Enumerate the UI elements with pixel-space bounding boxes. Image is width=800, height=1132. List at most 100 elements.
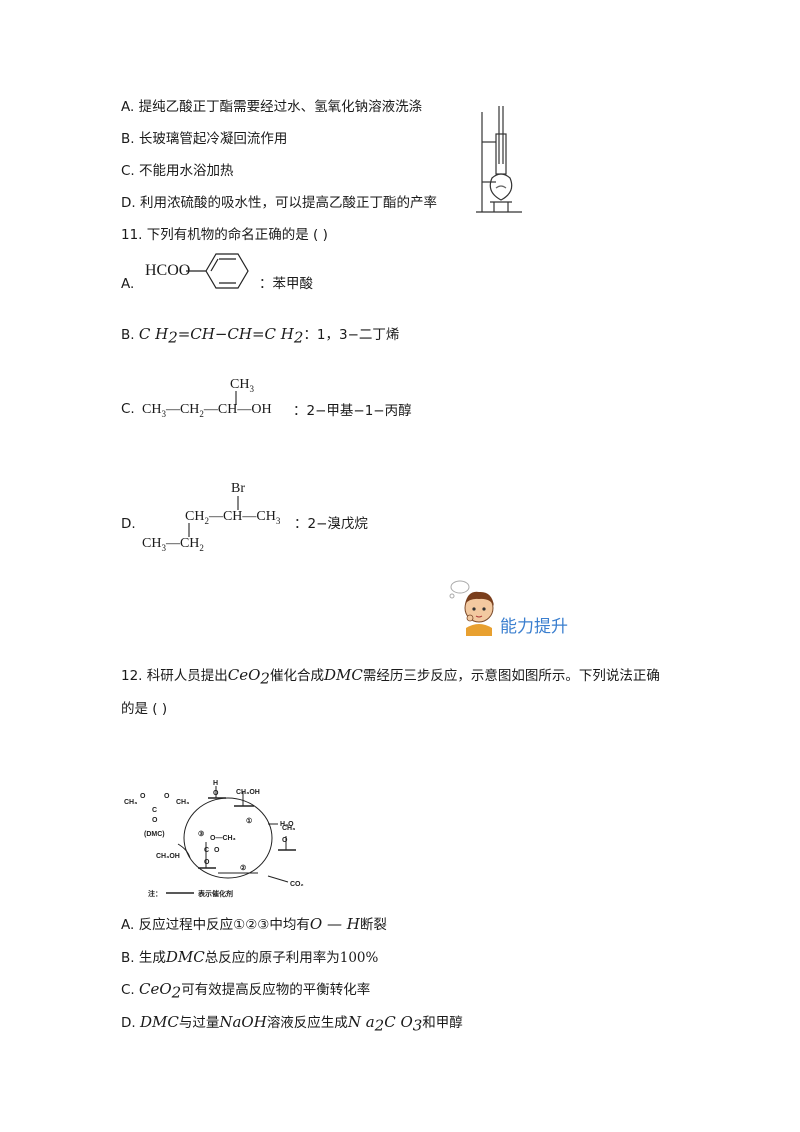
chain-part: CH bbox=[142, 402, 162, 417]
diagram-label: ② bbox=[240, 864, 246, 872]
q12-stem-line1: 12. 科研人员提出CeO2催化合成DMC需经历三步反应，示意图如图所示。下列说… bbox=[121, 666, 660, 688]
formula: O — H bbox=[309, 915, 360, 933]
q12-option-b: B. 生成DMC总反应的原子利用率为100% bbox=[121, 948, 378, 967]
diagram-label: O bbox=[164, 793, 170, 800]
diagram-label: CH₃ bbox=[282, 825, 295, 832]
formula: NaOH bbox=[219, 1013, 267, 1031]
diagram-label: CO₂ bbox=[290, 881, 304, 888]
q10-option-a: A. 提纯乙酸正丁酯需要经过水、氢氧化钠溶液洗涤 bbox=[121, 98, 422, 116]
diagram-label: H₂O bbox=[280, 821, 294, 828]
compound-name: ：1，3−二丁烯 bbox=[303, 327, 400, 343]
diagram-note: 注： bbox=[148, 889, 162, 898]
formula: DMC bbox=[323, 666, 363, 684]
bond-line bbox=[235, 391, 237, 405]
q11-d-bromo: Br bbox=[231, 481, 245, 496]
subscript: 2 bbox=[204, 515, 209, 526]
diagram-label: H bbox=[213, 780, 218, 787]
q11-option-d-name: ：2−溴戊烷 bbox=[294, 516, 368, 532]
subscript: 2 bbox=[168, 328, 178, 347]
diagram-label: O bbox=[214, 847, 220, 854]
stem-text: 需经历三步反应，示意图如图所示。下列说法正确 bbox=[362, 668, 660, 684]
formula: DMC bbox=[165, 948, 205, 966]
option-text: 总反应的原子利用率为 bbox=[204, 950, 340, 966]
q11-option-c-name: ：2−甲基−1−丙醇 bbox=[293, 403, 412, 419]
q10-option-b: B. 长玻璃管起冷凝回流作用 bbox=[121, 130, 287, 148]
subscript: 2 bbox=[260, 669, 270, 688]
formula: CeO bbox=[139, 980, 172, 998]
diagram-label: ① bbox=[246, 817, 252, 825]
bond-line bbox=[188, 523, 190, 537]
option-text: 与过量 bbox=[178, 1015, 220, 1031]
option-text: 不能用水浴加热 bbox=[139, 163, 234, 179]
q10-option-d: D. 利用浓硫酸的吸水性，可以提高乙酸正丁酯的产率 bbox=[121, 194, 437, 212]
diagram-label: O bbox=[204, 859, 210, 866]
q11-option-a-name: ：苯甲酸 bbox=[259, 276, 313, 292]
diagram-label: O—CH₃ bbox=[210, 835, 236, 842]
formula: DMC bbox=[139, 1013, 179, 1031]
q11-c-methyl: CH3 bbox=[230, 377, 254, 394]
q11-option-c-letter: C. bbox=[121, 401, 135, 417]
subscript: 2 bbox=[293, 328, 304, 347]
q12-stem-line2: 的是 ( ) bbox=[121, 701, 168, 717]
subscript: 2 bbox=[374, 1016, 385, 1035]
subscript: 3 bbox=[275, 515, 281, 526]
chain-part: CH bbox=[185, 509, 205, 524]
option-letter: C. bbox=[121, 163, 135, 179]
subscript: 3 bbox=[161, 408, 166, 419]
formula: N a bbox=[347, 1013, 375, 1031]
chain-part: —CH—CH bbox=[208, 509, 276, 524]
subscript: 2 bbox=[171, 983, 182, 1002]
q11-option-d-letter: D. bbox=[121, 516, 136, 532]
q12-option-d: D. DMC与过量NaOH溶液反应生成N a2C O3和甲醇 bbox=[121, 1013, 463, 1035]
option-text: 可有效提高反应物的平衡转化率 bbox=[181, 982, 371, 998]
diagram-label: O bbox=[213, 790, 219, 797]
diagram-label: ③ bbox=[198, 830, 204, 838]
option-text: 反应过程中反应①②③中均有 bbox=[138, 917, 310, 933]
chain-part: CH bbox=[142, 536, 162, 551]
diagram-label: CH₃OH bbox=[156, 853, 180, 860]
option-letter: B. bbox=[121, 327, 135, 343]
reflux-apparatus-figure bbox=[476, 106, 522, 213]
bond-line bbox=[237, 496, 239, 510]
subscript: 3 bbox=[412, 1016, 423, 1035]
chain-part: —CH—OH bbox=[203, 402, 272, 417]
diagram-label: O bbox=[140, 793, 146, 800]
q12-option-a: A. 反应过程中反应①②③中均有O — H断裂 bbox=[121, 915, 387, 934]
option-letter: A. bbox=[121, 99, 135, 115]
option-text: 生成 bbox=[138, 950, 166, 966]
catalytic-cycle-diagram: CH₃ O C O CH₃ O (DMC) H O CH₃OH ① H₂O CH… bbox=[124, 780, 304, 898]
option-text: 利用浓硫酸的吸水性，可以提高乙酸正丁酯的产率 bbox=[139, 195, 437, 211]
banner-text: 能力提升 bbox=[500, 617, 568, 637]
option-letter: B. bbox=[121, 950, 135, 966]
stem-text: 12. 科研人员提出 bbox=[121, 668, 228, 684]
diagram-label: O bbox=[152, 817, 158, 824]
q11-option-a-letter: A. bbox=[121, 276, 135, 292]
diagram-label: CH₃ bbox=[124, 799, 137, 806]
methyl-text: CH bbox=[230, 377, 250, 392]
q11-stem: 11. 下列有机物的命名正确的是 ( ) bbox=[121, 227, 328, 243]
diagram-label: C bbox=[152, 807, 157, 814]
diagram-note-text: 表示催化剂 bbox=[197, 889, 233, 898]
option-text: 断裂 bbox=[359, 917, 387, 933]
q10-option-c: C. 不能用水浴加热 bbox=[121, 162, 234, 180]
diagram-label: CH₃ bbox=[176, 799, 189, 806]
q11-option-b: B. C H2=CH−CH=C H2：1，3−二丁烯 bbox=[121, 325, 399, 347]
formula: CeO bbox=[227, 666, 261, 684]
option-text: 提纯乙酸正丁酯需要经过水、氢氧化钠溶液洗涤 bbox=[138, 99, 423, 115]
diagram-label: (DMC) bbox=[144, 831, 165, 838]
thinking-boy-icon bbox=[449, 580, 494, 636]
subscript: 3 bbox=[161, 542, 166, 553]
q12-option-c: C. CeO2可有效提高反应物的平衡转化率 bbox=[121, 980, 370, 1002]
option-text: 和甲醇 bbox=[422, 1015, 463, 1031]
option-letter: D. bbox=[121, 195, 136, 211]
diagram-label: C bbox=[204, 847, 209, 854]
option-letter: A. bbox=[121, 917, 135, 933]
option-letter: D. bbox=[121, 1015, 136, 1031]
chain-part: —CH bbox=[165, 402, 200, 417]
q11-option-a-formula: HCOO bbox=[145, 262, 191, 279]
formula-part: C H bbox=[138, 325, 169, 343]
percent-value: 100% bbox=[339, 950, 379, 966]
q11-d-mid-chain: CH2—CH—CH3 bbox=[185, 509, 280, 526]
diagram-label: CH₃OH bbox=[236, 789, 260, 796]
stem-text: 催化合成 bbox=[269, 668, 324, 684]
